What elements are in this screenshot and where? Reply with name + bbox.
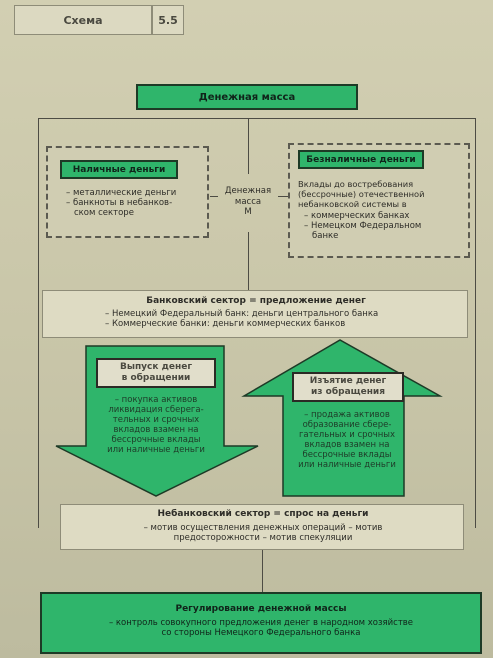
bank-sector-box: Банковский сектор = предложение денег – … <box>42 290 468 338</box>
issue-title: Выпуск денег в обращении <box>119 362 193 383</box>
list-item: образование сбере- <box>302 420 392 430</box>
cash-money-box: Наличные деньги – металлические деньги –… <box>46 146 209 238</box>
list-item: ликвидация сберега- <box>108 405 204 415</box>
money-supply-center-label: Денежная масса M <box>224 186 272 217</box>
withdrawal-title-box: Изъятие денег из обращения <box>292 372 404 402</box>
withdrawal-title: Изъятие денег из обращения <box>309 376 387 397</box>
scheme-number: 5.5 <box>152 5 184 35</box>
list-item: тельных и срочных <box>112 415 200 425</box>
list-item: – коммерческих банках <box>304 211 410 221</box>
cash-money-title-box: Наличные деньги <box>60 160 178 179</box>
withdrawal-list: – продажа активов образование сбере- гат… <box>288 410 406 470</box>
h-connector-left <box>210 196 218 197</box>
scheme-label: Схема <box>14 5 152 35</box>
list-item: – продажа активов <box>304 410 390 420</box>
cash-money-title: Наличные деньги <box>72 164 166 175</box>
noncash-money-list: – коммерческих банках – Немецком Федерал… <box>304 211 464 241</box>
list-item: ском секторе <box>74 208 134 218</box>
list-item: – покупка активов <box>114 395 198 405</box>
nonbank-sector-list: – мотив осуществления денежных операций … <box>61 523 465 543</box>
noncash-money-desc: Вклады до востребования (бессрочные) оте… <box>298 179 425 209</box>
noncash-money-title-box: Безналичные деньги <box>298 150 424 169</box>
nonbank-sector-title: Небанковский сектор = спрос на деньги <box>157 509 369 519</box>
outer-frame-right <box>475 118 476 528</box>
bank-sector-list: – Немецкий Федеральный банк: деньги цент… <box>105 309 465 329</box>
list-item: – мотив осуществления денежных операций … <box>143 523 383 533</box>
nonbank-sector-box: Небанковский сектор = спрос на деньги – … <box>60 504 464 550</box>
list-item: – Немецком Федеральном <box>304 221 422 231</box>
noncash-money-box: Безналичные деньги Вклады до востребован… <box>288 143 470 258</box>
list-item: со стороны Немецкого Федерального банка <box>161 628 361 638</box>
center-connector-top <box>248 118 249 174</box>
list-item: бессрочные вклады <box>111 435 201 445</box>
regulation-box: Регулирование денежной массы – контроль … <box>40 592 482 654</box>
list-item: – металлические деньги <box>66 188 177 198</box>
h-connector-right <box>278 196 288 197</box>
money-supply-title: Денежная масса <box>198 91 296 103</box>
list-item: – контроль совокупного предложения денег… <box>108 618 414 628</box>
scheme-label-text: Схема <box>63 13 103 27</box>
center-connector-mid <box>248 232 249 290</box>
list-item: – Коммерческие банки: деньги коммерчески… <box>105 319 346 329</box>
list-item: или наличные деньги <box>298 460 396 470</box>
scheme-number-text: 5.5 <box>158 13 178 27</box>
list-item: банке <box>312 231 339 241</box>
list-item: – банкноты в небанков- <box>66 198 173 208</box>
regulation-title: Регулирование денежной массы <box>175 604 347 614</box>
outer-frame-top <box>38 118 476 119</box>
list-item: бессрочные вклады <box>302 450 392 460</box>
bank-sector-title: Банковский сектор = предложение денег <box>146 296 366 306</box>
issue-title-box: Выпуск денег в обращении <box>96 358 216 388</box>
money-supply-title-box: Денежная масса <box>136 84 358 110</box>
cash-money-list: – металлические деньги – банкноты в неба… <box>66 188 206 218</box>
noncash-money-title: Безналичные деньги <box>306 154 416 165</box>
list-item: или наличные деньги <box>107 445 205 455</box>
issue-list: – покупка активов ликвидация сберега- те… <box>92 395 220 455</box>
list-item: предосторожности – мотив спекуляции <box>173 533 353 543</box>
regulation-list: – контроль совокупного предложения денег… <box>42 618 480 638</box>
list-item: вкладов взамен на <box>304 440 390 450</box>
list-item: – Немецкий Федеральный банк: деньги цент… <box>105 309 379 319</box>
list-item: вкладов взамен на <box>113 425 199 435</box>
outer-frame-left <box>38 118 39 528</box>
bottom-connector <box>262 550 263 592</box>
list-item: гательных и срочных <box>298 430 396 440</box>
